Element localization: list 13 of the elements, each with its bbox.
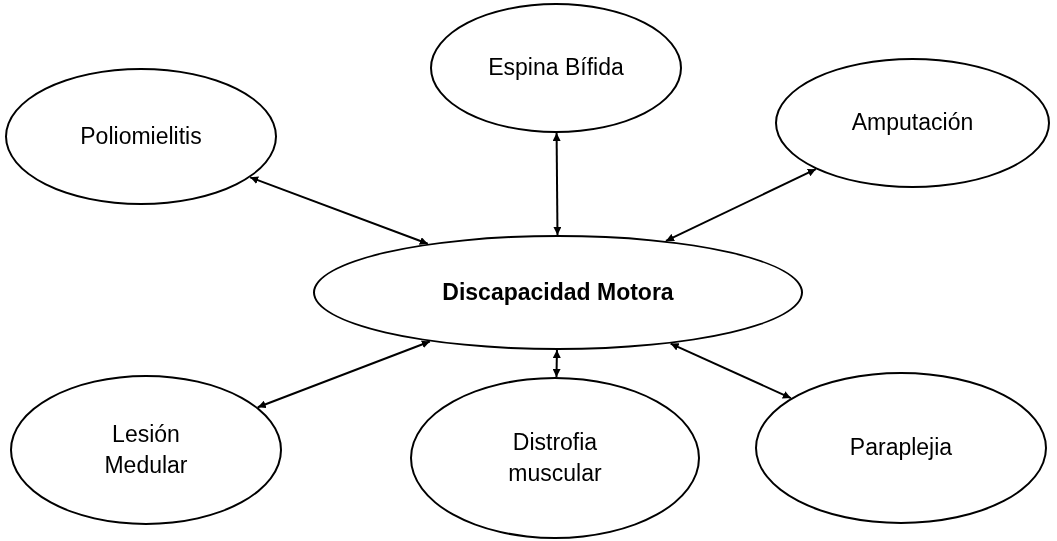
node-label: Espina Bífida	[488, 54, 624, 81]
arrow	[669, 342, 792, 400]
arrow	[552, 132, 562, 236]
arrow	[552, 349, 561, 378]
node-label: Amputación	[851, 109, 974, 136]
arrow	[249, 176, 429, 245]
node-label: Distrofia muscular	[508, 428, 602, 486]
arrow	[256, 340, 431, 409]
node-label: Lesión Medular	[104, 420, 188, 478]
node-label: Discapacidad Motora	[442, 278, 674, 305]
arrow	[664, 168, 817, 242]
node-label: Poliomielitis	[80, 122, 202, 149]
node-label: Paraplejia	[849, 434, 953, 461]
